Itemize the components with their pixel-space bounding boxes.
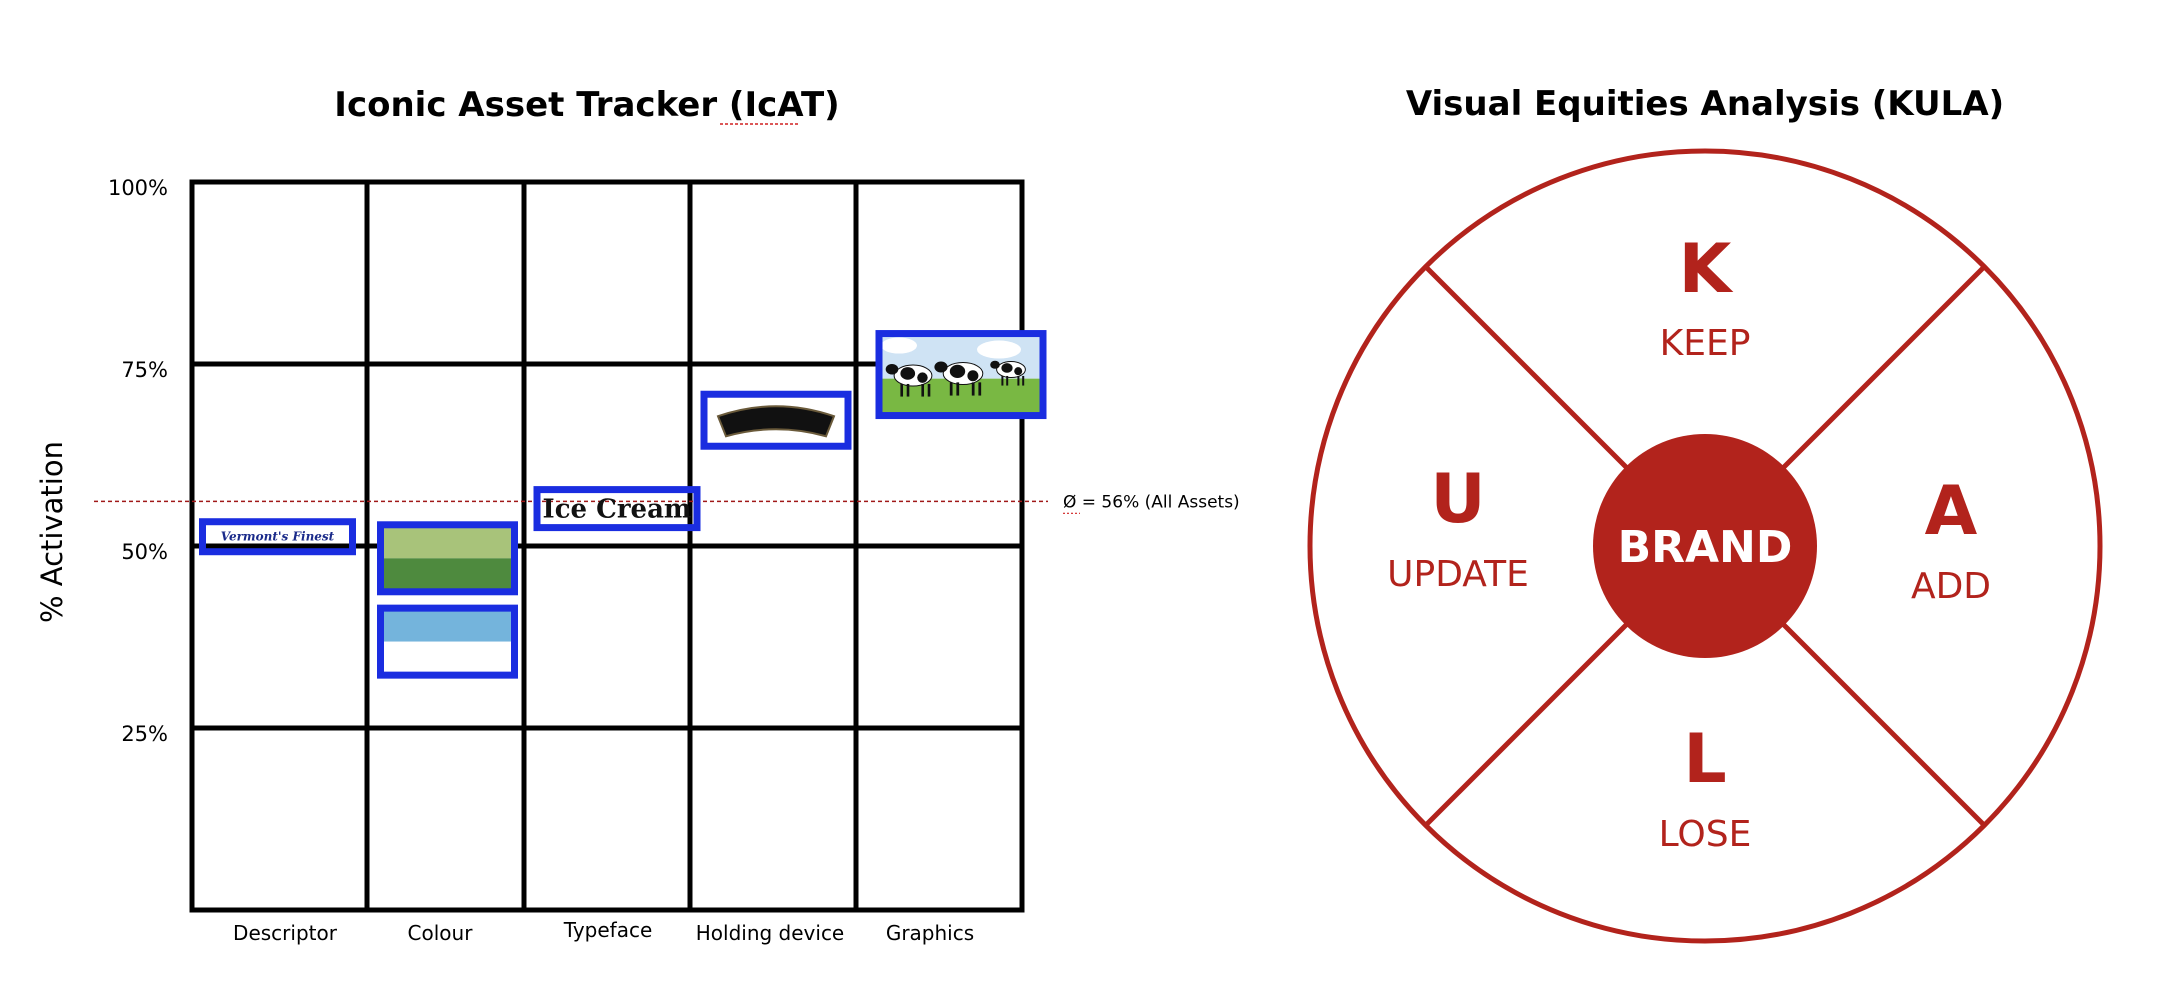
- cloud-icon: [881, 337, 917, 354]
- colour-swatch-top: [380, 608, 515, 642]
- cow-icon: [934, 361, 984, 396]
- cow-icon: [885, 364, 933, 397]
- kula-wheel: [1307, 148, 2103, 944]
- quadrant-word: KEEP: [1660, 323, 1751, 364]
- colour-swatch-bottom: [380, 558, 515, 592]
- asset-marker-colour-green: [377, 521, 518, 596]
- asset-typeface-text: Ice Cream: [543, 495, 692, 525]
- kula-diagram: Visual Equities Analysis (KULA) K KEEP U…: [1307, 84, 2103, 944]
- quadrant-word: ADD: [1911, 566, 1991, 607]
- y-tick-label: 25%: [121, 722, 168, 746]
- quadrant-divider: [1779, 266, 1985, 472]
- kula-quadrant-keep: K KEEP: [1660, 230, 1751, 364]
- asset-marker-holding-device: [700, 390, 852, 450]
- quadrant-letter: A: [1925, 472, 1978, 551]
- asset-frame: [377, 521, 518, 596]
- asset-frame: [199, 518, 356, 556]
- cows-illustration-icon: [879, 333, 1043, 416]
- x-category-label: Colour: [408, 921, 474, 945]
- y-tick-label: 50%: [121, 540, 168, 564]
- icat-title: Iconic Asset Tracker (IcAT): [334, 85, 839, 125]
- y-tick-label: 100%: [108, 176, 168, 200]
- quadrant-divider: [1425, 620, 1631, 826]
- asset-marker-typeface: Ice Cream: [533, 486, 701, 532]
- colour-swatch-bottom: [380, 641, 515, 676]
- y-axis-label: % Activation: [35, 441, 69, 623]
- asset-frame: [533, 486, 701, 532]
- brand-center-circle: [1593, 434, 1817, 658]
- cow-icon: [990, 360, 1026, 386]
- asset-descriptor-text: Vermont's Finest: [221, 530, 335, 544]
- asset-frame: [700, 390, 852, 450]
- kula-quadrant-lose: L LOSE: [1659, 720, 1752, 855]
- x-category-label: Holding device: [696, 921, 845, 945]
- icat-chart: Iconic Asset Tracker (IcAT) % Activation…: [35, 85, 1240, 945]
- brand-label: BRAND: [1618, 522, 1793, 573]
- kula-title: Visual Equities Analysis (KULA): [1406, 84, 2004, 124]
- average-label: Ø = 56% (All Assets): [1063, 492, 1240, 512]
- quadrant-word: UPDATE: [1387, 554, 1529, 595]
- asset-frame: [377, 604, 518, 679]
- x-category-label: Descriptor: [233, 921, 338, 945]
- asset-marker-colour-blue: [377, 604, 518, 679]
- kula-quadrant-add: A ADD: [1911, 472, 1991, 607]
- asset-marker-graphics: [875, 330, 1047, 420]
- quadrant-divider: [1779, 620, 1985, 826]
- kula-quadrant-update: U UPDATE: [1387, 460, 1529, 595]
- banner-shape-icon: [716, 405, 836, 438]
- x-category-labels: Descriptor Colour Typeface Holding devic…: [233, 918, 974, 945]
- quadrant-divider: [1425, 266, 1631, 472]
- asset-frame: [875, 330, 1047, 420]
- quadrant-letter: K: [1679, 230, 1734, 309]
- quadrant-word: LOSE: [1659, 814, 1752, 855]
- chart-grid: [189, 179, 1025, 913]
- x-category-label: Typeface: [563, 918, 653, 942]
- cloud-icon: [977, 340, 1021, 359]
- y-tick-label: 75%: [121, 358, 168, 382]
- y-tick-labels: 100% 75% 50% 25%: [108, 176, 168, 746]
- quadrant-letter: L: [1683, 720, 1726, 799]
- asset-marker-descriptor: Vermont's Finest: [199, 518, 356, 556]
- x-category-label: Graphics: [886, 921, 974, 945]
- quadrant-letter: U: [1430, 460, 1485, 539]
- colour-swatch-top: [380, 524, 515, 559]
